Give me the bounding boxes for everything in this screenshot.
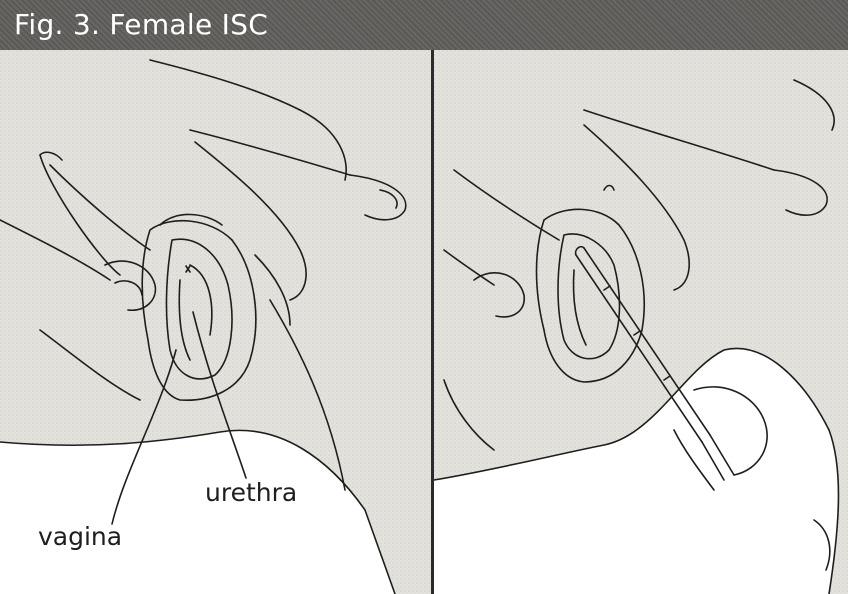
anatomy-illustration-icon [0,50,432,594]
panel-right [434,50,848,594]
urethra-label: urethra [205,478,297,508]
figure-title: Fig. 3. Female ISC [14,8,268,42]
title-bar: Fig. 3. Female ISC [0,0,848,50]
vagina-label: vagina [38,522,122,552]
catheter-insertion-illustration-icon [434,50,848,594]
panel-left: urethra vagina [0,50,432,594]
